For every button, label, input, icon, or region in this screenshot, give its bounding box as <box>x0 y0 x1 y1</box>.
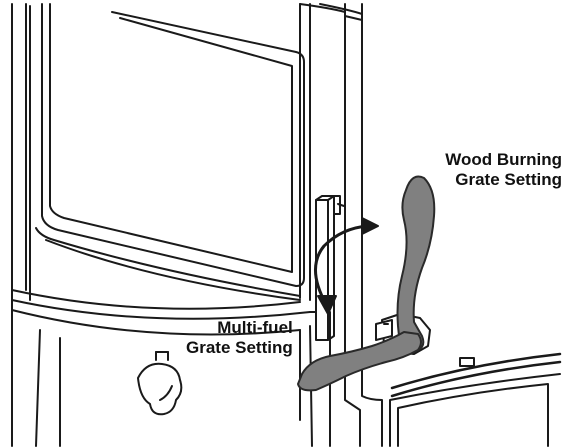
multi-fuel-label-line-1: Multi-fuel <box>217 318 293 337</box>
wood-burning-label-line-1: Wood Burning <box>445 150 562 169</box>
multi-fuel-label: Multi-fuel Grate Setting <box>186 318 293 358</box>
curved-double-arrow-icon <box>314 217 379 315</box>
wood-burning-label-line-2: Grate Setting <box>455 170 562 189</box>
wood-burning-label: Wood Burning Grate Setting <box>445 150 562 190</box>
side-ash-door <box>389 352 562 447</box>
stove-body <box>11 3 383 447</box>
wood-burning-handle <box>396 175 436 351</box>
ashpan-knob-icon <box>137 351 183 416</box>
multi-fuel-handle <box>297 331 422 392</box>
multi-fuel-label-line-2: Grate Setting <box>186 338 293 357</box>
stove-door <box>29 3 311 301</box>
